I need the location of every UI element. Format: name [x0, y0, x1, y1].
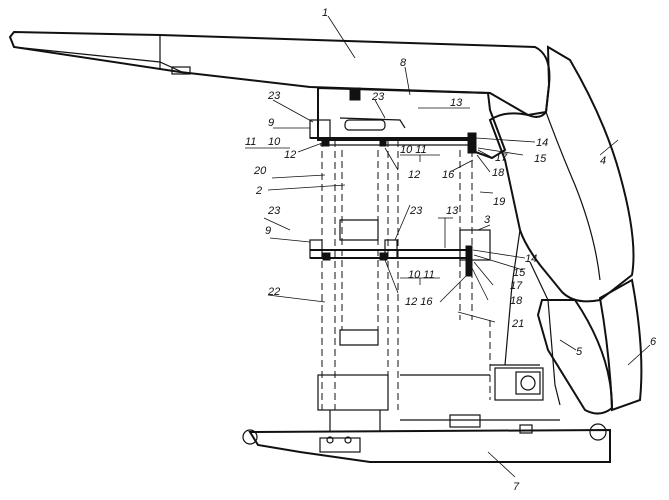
label-10-upper-left: 10 [268, 136, 281, 148]
label-16-upper: 16 [442, 169, 455, 181]
label-12-upper-mid: 12 [408, 169, 420, 181]
label-13-lower: 13 [446, 205, 459, 217]
label-10-11-lower: 10 11 [408, 269, 435, 281]
label-9-upper: 9 [268, 117, 274, 129]
label-17-upper: 17 [495, 152, 508, 164]
label-23-mid-left: 23 [267, 205, 281, 217]
label-22: 22 [267, 286, 280, 298]
label-15-upper: 15 [534, 153, 547, 165]
links [504, 229, 643, 415]
label-7: 7 [513, 481, 520, 493]
label-8: 8 [400, 57, 407, 69]
label-6: 6 [650, 336, 657, 348]
label-21: 21 [511, 318, 524, 330]
label-14-upper: 14 [536, 137, 548, 149]
label-23-mid-right: 23 [409, 205, 423, 217]
label-23-upper-left: 23 [267, 90, 281, 102]
label-23-upper-mid: 23 [371, 91, 385, 103]
label-5: 5 [576, 346, 583, 358]
label-19: 19 [493, 196, 505, 208]
label-3: 3 [484, 214, 491, 226]
label-10-11-upper: 10 11 [400, 144, 427, 156]
base [242, 364, 611, 463]
label-13-upper: 13 [450, 97, 463, 109]
leader-lines [245, 15, 651, 478]
label-9-lower: 9 [265, 225, 271, 237]
upper-frame [309, 86, 507, 160]
label-14-lower: 14 [525, 253, 537, 265]
caving-shield [488, 45, 635, 303]
label-11: 11 [245, 136, 256, 148]
label-20: 20 [253, 165, 267, 177]
reference-labels: 1 8 23 23 13 9 11 10 14 10 11 12 17 15 4… [245, 7, 657, 493]
label-2: 2 [255, 185, 262, 197]
label-4: 4 [600, 155, 606, 167]
label-15-lower: 15 [513, 267, 526, 279]
canopy [8, 30, 551, 118]
label-12-16-lower: 12 16 [405, 296, 433, 308]
label-18-upper: 18 [492, 167, 505, 179]
label-18-lower: 18 [510, 295, 523, 307]
label-17-lower: 17 [510, 280, 523, 292]
label-12-upper-left: 12 [284, 149, 296, 161]
label-1: 1 [322, 7, 328, 19]
middle-beam [309, 229, 491, 277]
cylinder-outline [321, 140, 491, 410]
